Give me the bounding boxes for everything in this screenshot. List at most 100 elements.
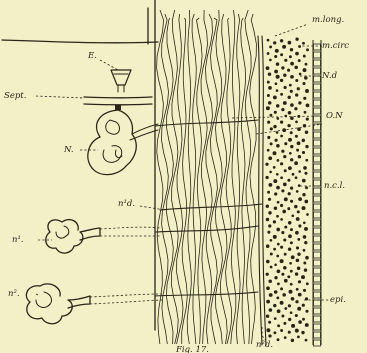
nerve-cell-dot	[270, 239, 273, 242]
epithelium-cell	[314, 148, 321, 154]
nerve-cell-dot	[282, 293, 286, 297]
nerve-cell-dot	[289, 290, 293, 294]
nerve-cell-dot	[281, 315, 284, 318]
nerve-cell-dot	[290, 241, 293, 244]
nerve-cell-dot	[304, 268, 307, 271]
nerve-cell-dot	[274, 70, 278, 74]
nerve-cell-layer-dots	[265, 38, 309, 343]
nerve-cell-dot	[291, 339, 294, 342]
nerve-cell-dot	[305, 310, 308, 313]
epithelium-cell	[314, 68, 321, 74]
nerve-cell-dot	[298, 197, 302, 201]
nerve-cell-dot	[277, 201, 280, 204]
nerve-cell-dot	[287, 124, 290, 127]
nerve-cell-dot	[266, 315, 269, 318]
epithelium-wall	[313, 40, 321, 345]
epithelium-cell	[314, 228, 321, 234]
nerve-cell-dot	[281, 231, 284, 234]
epithelium-cell	[314, 188, 321, 194]
nerve-cell-dot	[296, 246, 299, 249]
nerve-cell-dot	[290, 48, 293, 51]
epithelium-cell	[314, 308, 321, 314]
nerve-cell-dot	[290, 90, 293, 93]
nerve-cell-dot	[280, 301, 284, 305]
nerve-cell-dot	[266, 300, 270, 304]
epithelium-cell	[314, 116, 321, 122]
nerve-cell-dot	[276, 117, 279, 120]
nerve-cell-dot	[267, 136, 270, 139]
nerve-cell-dot	[284, 307, 287, 310]
nerve-cell-dot	[289, 152, 292, 155]
epithelium-cell	[314, 164, 321, 170]
nerve-cell-dot	[302, 82, 305, 85]
nerve-cell-dot	[287, 69, 290, 72]
nerve-cell-dot	[266, 218, 269, 221]
nerve-cell-dot	[266, 260, 270, 264]
nerve-cell-dot	[291, 214, 294, 217]
nerve-cell-dot	[288, 304, 291, 307]
epithelium-cell	[314, 292, 321, 298]
nerve-cell-dot	[276, 131, 279, 134]
nerve-cell-dot	[302, 304, 305, 307]
nerve-cell-dot	[267, 121, 270, 124]
nephridium-n1	[46, 220, 100, 254]
nerve-cell-dot	[297, 127, 301, 131]
nerve-cell-dot	[289, 55, 292, 58]
muscle-fibre	[187, 10, 191, 344]
nerve-cell-dot	[305, 89, 309, 93]
nerve-cell-dot	[284, 253, 287, 256]
nerve-cell-dot	[296, 259, 300, 263]
nerve-cell-dot	[290, 62, 294, 66]
nerve-cell-dot	[304, 200, 308, 204]
nerve-cell-dot	[280, 93, 283, 96]
nerve-cell-dot	[295, 176, 298, 179]
nerve-cell-dot	[268, 321, 271, 324]
nerve-cell-dot	[269, 59, 272, 62]
nerve-cell-dot	[273, 331, 276, 334]
nerve-cell-dot	[282, 210, 286, 214]
nerve-cell-dot	[306, 213, 309, 216]
nerve-cell-dot	[282, 45, 286, 49]
nerve-cell-dot	[298, 293, 302, 297]
nerve-cell-dot	[283, 266, 287, 270]
nerve-cell-dot	[273, 304, 276, 307]
nerve-cell-dot	[266, 273, 269, 276]
nerve-cell-dot	[301, 331, 304, 334]
nerve-cell-dot	[298, 170, 301, 173]
nerve-cell-dot	[281, 108, 284, 111]
nerve-cell-dot	[304, 172, 307, 175]
nerve-cell-dot	[283, 101, 287, 105]
nerve-cell-dot	[280, 218, 283, 221]
nerve-cell-dot	[267, 149, 270, 152]
nerve-cell-dot	[275, 139, 278, 142]
nerve-cell-dot	[290, 283, 293, 286]
nerve-cell-dot	[290, 270, 293, 273]
nerve-cell-dot	[276, 228, 280, 232]
nerve-cell-dot	[294, 107, 297, 110]
epithelium-cell	[314, 276, 321, 282]
nerve-cell-dot	[266, 286, 270, 290]
nerve-cell-dot	[292, 173, 295, 176]
nerve-cell-dot	[284, 142, 287, 145]
nerve-cell-dot	[273, 248, 276, 251]
nerve-cell-dot	[273, 220, 276, 223]
epithelium-cell	[314, 172, 321, 178]
nerve-cell-dot	[267, 81, 270, 84]
nerve-cell-dot	[305, 339, 308, 342]
nerve-cell-dot	[296, 288, 299, 291]
label-n: N.	[63, 145, 74, 155]
nerve-cell-dot	[268, 86, 272, 90]
nerve-cell-dot	[284, 169, 287, 172]
nerve-cell-dot	[276, 173, 279, 176]
nerve-cell-dot	[280, 79, 283, 82]
nerve-cell-dot	[291, 297, 295, 301]
epithelium-cell	[314, 196, 321, 202]
nerve-cell-dot	[299, 73, 302, 76]
nerve-cell-dot	[269, 171, 272, 174]
nerve-cell-dot	[270, 266, 273, 269]
epithelium-cell	[314, 244, 321, 250]
nerve-cell-dot	[288, 331, 291, 334]
nerve-cell-dot	[302, 318, 305, 321]
nerve-cell-dot	[276, 215, 279, 218]
circular-muscle-layer	[258, 36, 266, 345]
